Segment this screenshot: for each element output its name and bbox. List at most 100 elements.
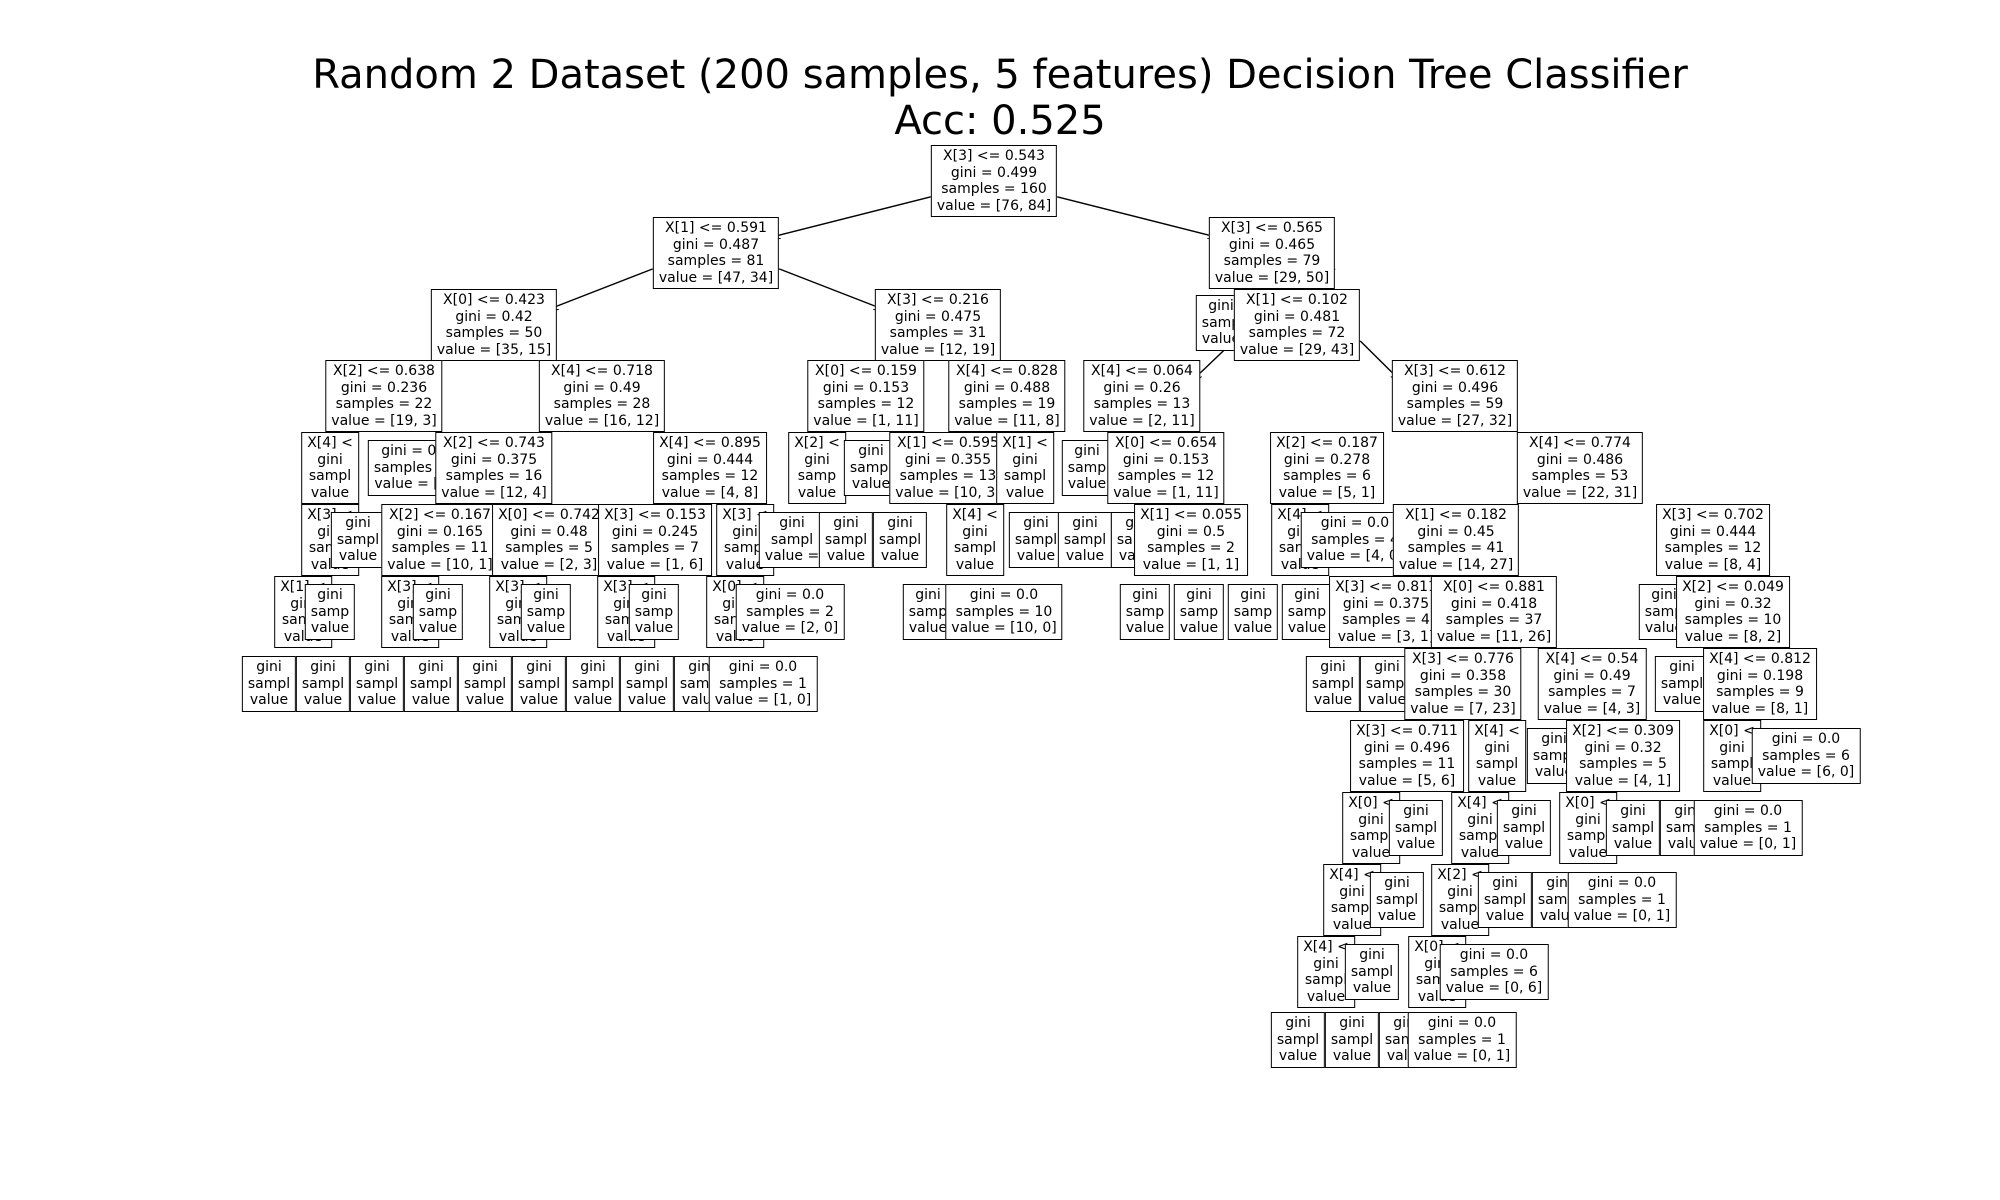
node-text-line: value <box>1644 620 1684 636</box>
node-text-line: gini = 0.475 <box>894 308 982 325</box>
node-text-line: gini <box>1023 515 1049 531</box>
node-text-line: X[0] <= 0.881 <box>1443 579 1545 595</box>
node-text-line: samples = 19 <box>958 396 1056 412</box>
node-text-line: sampl <box>1330 900 1374 916</box>
node-text-line: X[0] < <box>1709 723 1755 739</box>
node-text-line: X[2] <= 0.309 <box>1572 723 1674 739</box>
node-text-line: X[1] <= 0.055 <box>1140 507 1242 523</box>
node-text-line: X[3] <= 0.702 <box>1662 507 1764 523</box>
node-text-line: sampl <box>355 675 399 692</box>
node-text-line: value = [6, 0] <box>1757 764 1855 780</box>
node-text-line: samples = 28 <box>553 396 651 412</box>
node-text-line: sampl <box>1438 900 1482 916</box>
node-text-line: samp <box>1201 314 1241 331</box>
node-text-line: gini = 0.0 <box>1587 875 1657 891</box>
node-text-line: sampl <box>1365 675 1409 692</box>
node-text-line: gini = 0.465 <box>1228 236 1316 253</box>
node-text-line: X[1] <= 0.102 <box>1246 292 1348 308</box>
node-text-line: samples = 6 <box>1450 963 1538 980</box>
node-text-line: X[0] <= 0.159 <box>815 363 917 379</box>
node-text-line: samples = 160 <box>941 181 1047 197</box>
node-text-line: samples = 11 <box>391 540 489 556</box>
node-text-line: gini = 0.355 <box>904 451 992 468</box>
node-text-line: value = [2, 11] <box>1089 412 1195 429</box>
node-text-line: gini = 0.32 <box>1584 739 1662 756</box>
node-text-line: samples = 6 <box>1762 747 1850 764</box>
node-text-line: samples = 81 <box>667 253 765 269</box>
node-text-line: value = [0, 1] <box>1413 1048 1511 1064</box>
node-text-line: value = [0, 6] <box>1445 980 1543 996</box>
node-text-line: value = [47, 34] <box>658 269 774 286</box>
node-text-line: gini = 0.48 <box>510 523 588 540</box>
node-text-line: gini <box>1294 587 1320 603</box>
node-text-line: value = [1, 11] <box>1113 484 1219 501</box>
node-text-line: sampl <box>409 675 453 692</box>
node-text-line: gini = 0.487 <box>672 236 760 253</box>
node-text-line: value <box>1440 916 1480 933</box>
node-text-line: gini <box>1484 739 1510 756</box>
node-text-line: X[3] <= 0.811 <box>1335 579 1437 595</box>
node-text-line: gini <box>1339 1015 1365 1031</box>
node-text-line: value = [10, 0] <box>951 620 1057 636</box>
node-text-line: gini <box>1669 659 1695 675</box>
title-line-2: Acc: 0.525 <box>894 98 1106 144</box>
node-text-line: value <box>1662 692 1702 708</box>
node-text-line: gini <box>580 659 606 675</box>
node-text-line: sampl <box>1349 828 1393 844</box>
node-text-line: samples = 7 <box>611 540 699 556</box>
node-text-line: value = [8, 2] <box>1684 628 1782 645</box>
node-text-line: sampl <box>1350 963 1394 980</box>
node-text-line: samples = <box>373 459 449 476</box>
node-text-line: samples = 79 <box>1223 253 1321 269</box>
node-text-line: sampl <box>1003 468 1047 484</box>
node-text-line: gini = 0.499 <box>950 164 1038 181</box>
node-text-line: samples = 11 <box>1358 756 1456 772</box>
node-text-line: sampl <box>301 675 345 692</box>
node-text-line: gini = 0.358 <box>1419 667 1507 684</box>
node-text-line: sampl <box>1304 972 1348 988</box>
node-text-line: gini = 0.278 <box>1283 451 1371 468</box>
node-text-line: samples = 13 <box>899 468 997 484</box>
node-text-line: samp <box>1644 603 1684 620</box>
node-text-line: value <box>1332 916 1372 933</box>
node-text-line: value <box>908 620 948 636</box>
node-text-line: gini = 0.32 <box>1694 595 1772 612</box>
node-text-line: sampl <box>1611 819 1655 836</box>
node-text-line: sampl <box>1660 675 1704 692</box>
node-text-line: samples = 9 <box>1716 684 1804 700</box>
node-text-line: sampl <box>1458 828 1502 844</box>
node-text-line: gini = 0.245 <box>611 523 699 540</box>
node-text-line: gini <box>962 523 988 540</box>
node-text-line: gini = 0.496 <box>1411 379 1499 396</box>
node-text-line: X[1] < <box>1002 435 1048 451</box>
node-text-line: value <box>627 692 667 708</box>
node-text-line: gini <box>1208 298 1234 314</box>
node-text-line: gini = 0.444 <box>666 451 754 468</box>
node-text-line: gini <box>1358 811 1384 828</box>
node-text-line: value = [76, 84] <box>936 197 1052 214</box>
node-text-line: sampl <box>463 675 507 692</box>
node-text-line: value = [2, 3] <box>500 556 598 573</box>
node-text-line: samp <box>908 603 948 620</box>
